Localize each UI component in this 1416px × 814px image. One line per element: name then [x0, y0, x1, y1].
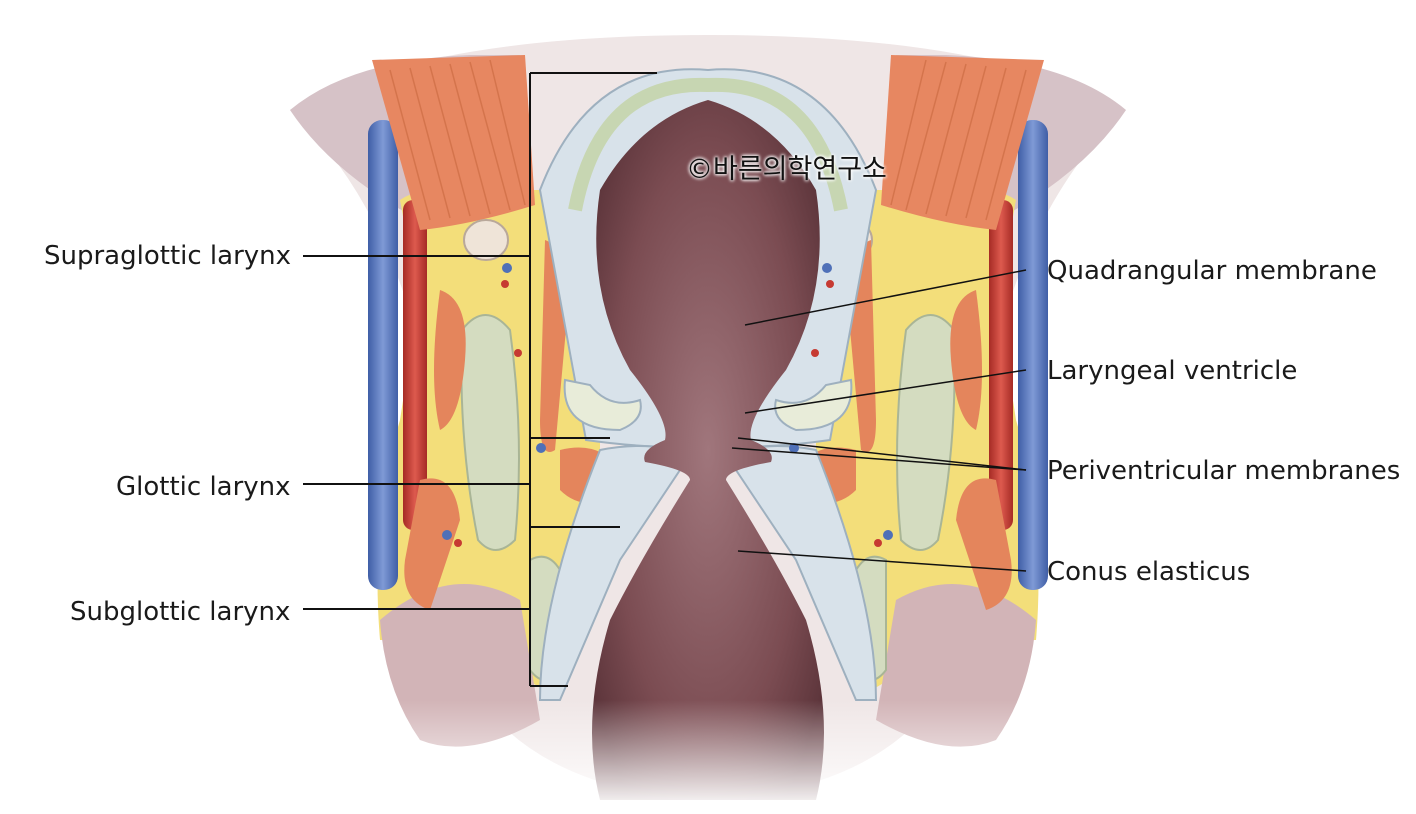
epiglottis [568, 77, 848, 212]
label-quadrangular-membrane: Quadrangular membrane [1047, 256, 1377, 286]
region-bracket [529, 72, 657, 687]
left-conus-elasticus [538, 445, 692, 701]
right-muscle-band-1 [950, 290, 982, 430]
left-artery [403, 200, 427, 530]
left-hyoid [463, 219, 509, 261]
bottom-fade [280, 700, 1136, 810]
laryngeal-lumen [592, 100, 824, 800]
left-vein [368, 120, 398, 590]
label-supraglottic-larynx: Supraglottic larynx [44, 241, 292, 271]
left-thyroid-cartilage [460, 314, 520, 551]
right-ventricle-fold [774, 378, 853, 432]
right-leader-lines [731, 269, 1027, 572]
right-strap-muscle [881, 55, 1044, 230]
right-muscle-band-3 [956, 478, 1012, 610]
right-conus-elasticus [724, 445, 878, 701]
label-laryngeal-ventricle: Laryngeal ventricle [1047, 356, 1298, 386]
small-vessels [442, 263, 893, 547]
left-muscle-band-3 [404, 478, 460, 610]
label-subglottic-larynx: Subglottic larynx [70, 597, 291, 627]
right-thyroid-cartilage [896, 314, 956, 551]
label-periventricular-membranes: Periventricular membranes [1047, 456, 1401, 486]
label-conus-elasticus: Conus elasticus [1047, 557, 1251, 587]
label-glottic-larynx: Glottic larynx [116, 472, 291, 502]
left-strap-muscle [372, 55, 535, 230]
left-muscle-band-1 [434, 290, 466, 430]
right-vein [1018, 120, 1048, 590]
right-artery [989, 200, 1013, 530]
left-ventricle-fold [563, 378, 642, 432]
watermark: ©바른의학연구소 [686, 154, 887, 185]
left-leader-lines [303, 255, 530, 610]
